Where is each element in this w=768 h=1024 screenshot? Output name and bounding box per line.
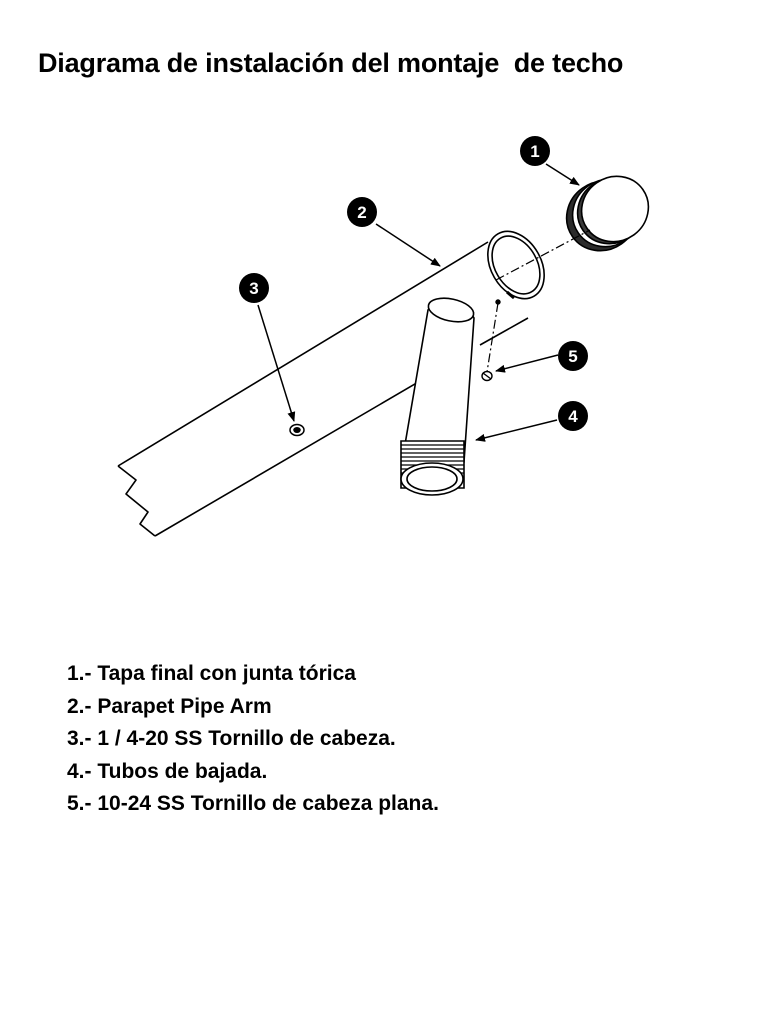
part-item-4: 4.- Tubos de bajada. (67, 759, 268, 783)
drop-tube (400, 297, 475, 496)
drop-tube-bottom-inner (406, 466, 458, 492)
pipe-arm-bottom-edge-right (479, 317, 529, 346)
callout-2-number: 2 (357, 203, 366, 222)
installation-diagram: 1 2 3 4 5 (117, 136, 650, 537)
callout-5: 5 (558, 341, 588, 371)
drop-tube-body (401, 302, 475, 463)
cap-screw (289, 423, 305, 437)
page-title: Diagrama de instalación del montaje de t… (38, 48, 624, 78)
callout-2: 2 (347, 197, 377, 227)
pipe-arm-open-end-gap (506, 290, 515, 300)
pipe-arm-cut-end (117, 465, 156, 537)
callout-1-number: 1 (530, 142, 539, 161)
leader-arrows (257, 163, 580, 442)
leader-arrow-4 (475, 419, 558, 442)
alignment-lines (486, 229, 591, 373)
part-item-3: 3.- 1 / 4-20 SS Tornillo de cabeza. (67, 727, 396, 750)
callout-3-number: 3 (249, 279, 258, 298)
callout-3: 3 (239, 273, 269, 303)
pipe-arm-top-edge (117, 241, 489, 467)
parts-list: 1.- Tapa final con junta tórica 2.- Para… (67, 658, 439, 821)
callout-1: 1 (520, 136, 550, 166)
callout-4-number: 4 (568, 407, 578, 426)
end-cap-face (580, 175, 650, 243)
flat-head-screw (481, 299, 501, 382)
callout-4: 4 (558, 401, 588, 431)
part-item-5: 5.- 10-24 SS Tornillo de cabeza plana. (67, 792, 439, 815)
pipe-arm-bottom-edge (154, 373, 433, 537)
screw-alignment-line (486, 302, 499, 373)
callout-5-number: 5 (568, 347, 577, 366)
leader-arrow-5 (495, 354, 559, 373)
parapet-pipe-arm (117, 230, 545, 537)
leader-arrow-2 (375, 223, 441, 267)
pipe-arm-open-end-inner (491, 235, 541, 295)
cap-alignment-line (495, 229, 591, 281)
part-item-2: 2.- Parapet Pipe Arm (67, 694, 272, 718)
leader-arrow-1 (545, 163, 580, 186)
leader-arrow-3 (257, 304, 296, 422)
drop-tube-top-opening (427, 297, 475, 323)
part-item-1: 1.- Tapa final con junta tórica (67, 662, 356, 685)
pipe-arm-open-end (487, 230, 545, 300)
